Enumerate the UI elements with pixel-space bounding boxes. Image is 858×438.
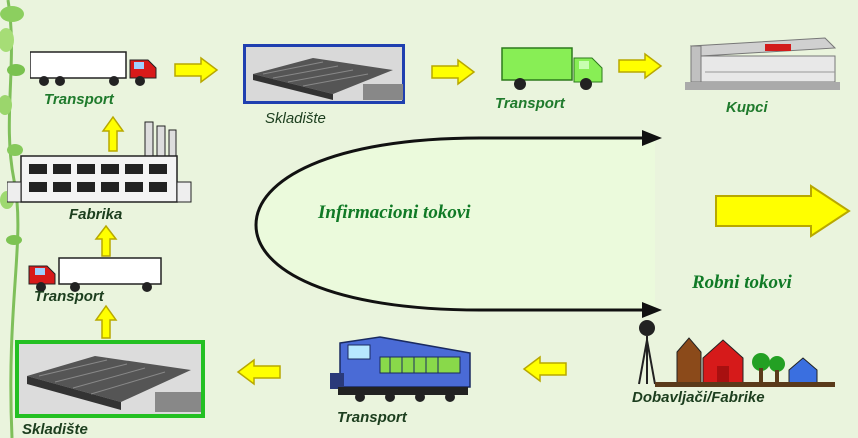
arrow-left-2 [522, 355, 567, 383]
fabrika-label: Fabrika [69, 206, 123, 223]
skladiste-top-label: Skladište [265, 110, 326, 127]
information-flow-label: Infirmacioni tokovi [318, 202, 471, 223]
store-kupci-icon [685, 37, 840, 90]
green-truck-icon [501, 47, 603, 90]
goods-flow-label: Robni tokovi [692, 272, 792, 293]
arrow-right-2 [431, 58, 476, 86]
arrow-up-2 [94, 224, 118, 257]
kupci-label: Kupci [726, 99, 768, 116]
arrow-up-3 [94, 304, 118, 339]
arrow-right-1 [174, 56, 219, 84]
goods-flow-arrow [715, 184, 851, 238]
arrow-right-3 [618, 52, 663, 80]
warehouse-top-icon [243, 44, 405, 104]
truck-top-left-icon [30, 51, 157, 86]
transport-bottom-label: Transport [337, 409, 407, 426]
arrow-left-1 [236, 358, 281, 386]
farm-suppliers-icon [638, 320, 835, 387]
information-flow-ellipse [254, 130, 662, 318]
dobavljaci-label: Dobavljači/Fabrike [632, 389, 765, 406]
truck-mid-left-icon [28, 257, 162, 292]
locomotive-icon [330, 336, 471, 402]
factory-icon [7, 121, 192, 203]
arrow-up-1 [101, 115, 125, 152]
warehouse-bottom-icon [15, 340, 205, 418]
transport-top-mid-label: Transport [495, 95, 565, 112]
transport-mid-left-label: Transport [34, 288, 104, 305]
transport-top-left-label: Transport [44, 91, 114, 108]
skladiste-bottom-label: Skladište [22, 421, 88, 438]
